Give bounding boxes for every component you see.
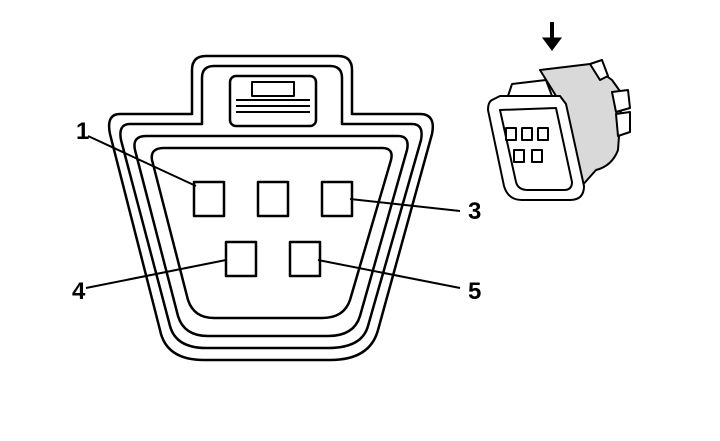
leader-line-1 [87,135,197,187]
connector-3d-cavity-5 [531,149,543,163]
leader-line-3 [349,198,461,212]
connector-shell-inner-1 [119,64,423,350]
latch-tab [251,81,295,97]
connector-latch [228,74,318,128]
connector-face [107,54,434,362]
connector-3d-cavity-3 [537,127,549,141]
leader-lines [85,135,461,289]
down-arrow-icon [542,22,562,51]
connector-3d-latch [507,79,553,97]
connector-3d-cavity-2 [521,127,533,141]
pin-cavity-2 [256,180,290,218]
leader-line-4 [85,259,227,289]
connector-3d-cavity-4 [513,149,525,163]
connector-inner-face [150,146,393,320]
pin-cavity-1 [192,180,226,218]
pin-cavity-4 [224,240,258,278]
pin-label-4: 4 [72,278,86,305]
connector-3d-cavity-1 [505,127,517,141]
connector-shell-inner-2 [133,134,409,338]
connector-outer-shell [107,54,434,362]
pin-cavity-3 [320,180,354,218]
pin-label-5: 5 [468,278,482,305]
connector-perspective-icon [487,59,631,201]
pin-label-3: 3 [468,198,482,225]
pin-cavity-5 [288,240,322,278]
leader-line-5 [317,259,461,289]
connector-3d-rear-tabs [589,59,631,137]
pin-label-1: 1 [76,118,90,145]
